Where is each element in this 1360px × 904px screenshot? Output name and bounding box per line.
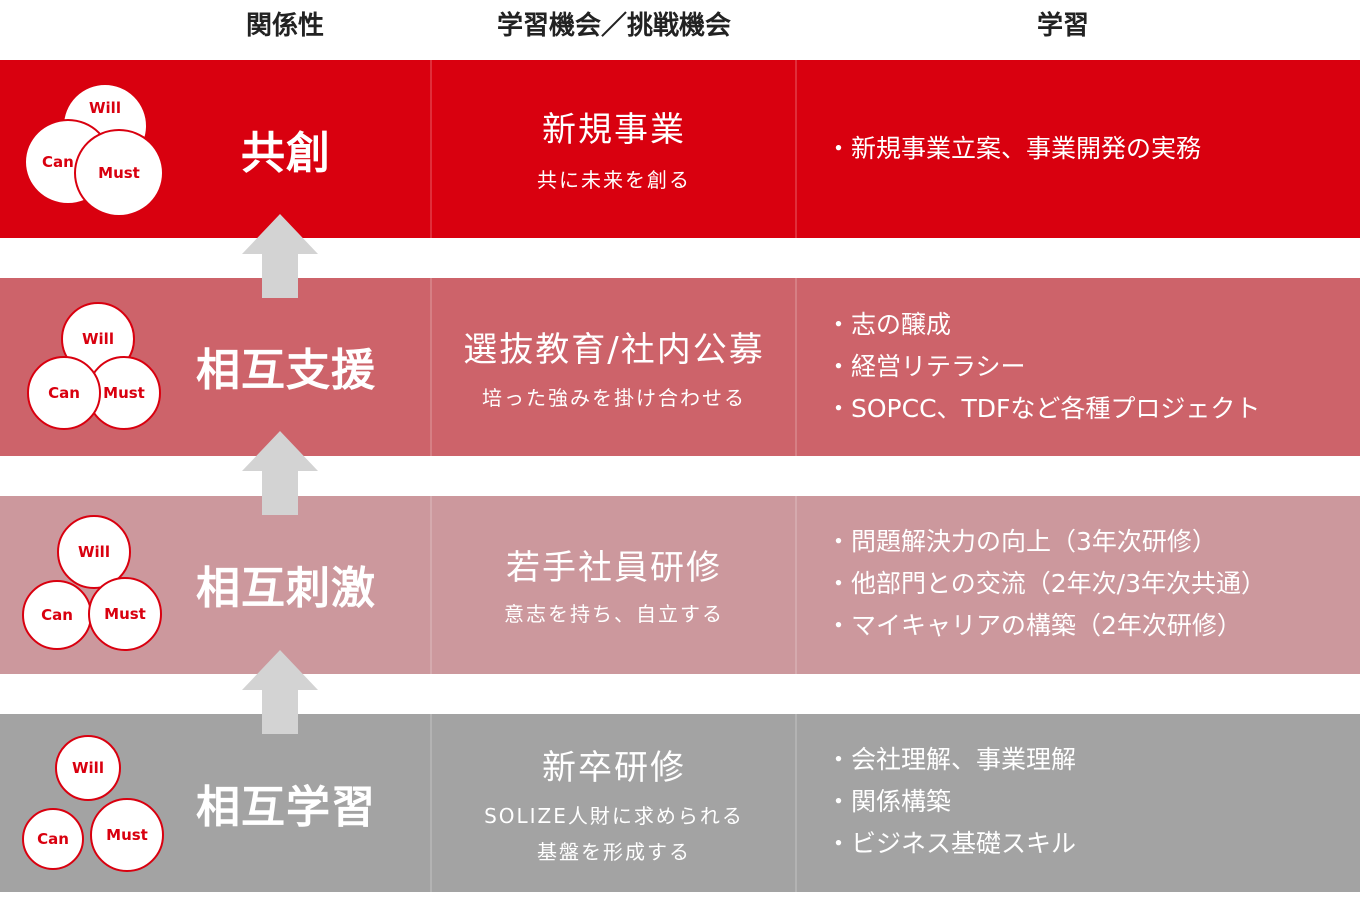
relationship-label: 相互刺激	[196, 563, 376, 614]
learning-item: ・経営リテラシー	[826, 352, 1026, 381]
learning-item: ・ビジネス基礎スキル	[826, 829, 1077, 858]
learning-item: ・SOPCC、TDFなど各種プロジェクト	[826, 394, 1261, 423]
up-arrow-icon	[242, 431, 318, 515]
opportunity-cell: 選抜教育/社内公募 培った強みを掛け合わせる	[432, 278, 796, 456]
opportunity-sub: SOLIZE人財に求められる	[484, 804, 744, 828]
learning-list: ・新規事業立案、事業開発の実務	[826, 128, 1346, 170]
opportunity-sub: 培った強みを掛け合わせる	[482, 386, 746, 410]
relationship-label: 相互支援	[196, 345, 376, 396]
header-relationship: 関係性	[245, 11, 324, 41]
learning-item: ・会社理解、事業理解	[826, 745, 1077, 774]
learning-list: ・志の醸成 ・経営リテラシー ・SOPCC、TDFなど各種プロジェクト	[826, 304, 1346, 430]
up-arrow-icon	[242, 650, 318, 734]
opportunity-sub: 基盤を形成する	[537, 840, 691, 864]
band-sogo-shien: Will Must Can 相互支援 選抜教育/社内公募 培った強みを掛け合わせ…	[0, 278, 1360, 456]
can-circle: Can	[22, 580, 92, 650]
opportunity-cell: 新規事業 共に未来を創る	[432, 60, 796, 238]
learning-item: ・新規事業立案、事業開発の実務	[826, 134, 1202, 163]
must-circle: Must	[88, 577, 162, 651]
learning-item: ・マイキャリアの構築（2年次研修）	[826, 611, 1242, 640]
opportunity-sub: 共に未来を創る	[537, 168, 691, 192]
opportunity-title: 若手社員研修	[506, 548, 722, 588]
band-sogo-gakushu: Will Can Must 相互学習 新卒研修 SOLIZE人財に求められる 基…	[0, 714, 1360, 892]
must-circle: Must	[74, 129, 164, 217]
learning-item: ・関係構築	[826, 787, 952, 816]
band-kyoso: Will Can Must 共創 新規事業 共に未来を創る ・新規事業立案、事業…	[0, 60, 1360, 238]
will-circle: Will	[57, 515, 131, 589]
header-learning: 学習	[1036, 11, 1089, 41]
learning-list: ・問題解決力の向上（3年次研修） ・他部門との交流（2年次/3年次共通） ・マイ…	[826, 521, 1346, 647]
opportunity-cell: 若手社員研修 意志を持ち、自立する	[432, 496, 796, 674]
must-circle: Must	[90, 798, 164, 872]
opportunity-cell: 新卒研修 SOLIZE人財に求められる 基盤を形成する	[432, 714, 796, 892]
up-arrow-icon	[242, 214, 318, 298]
learning-list: ・会社理解、事業理解 ・関係構築 ・ビジネス基礎スキル	[826, 739, 1346, 865]
can-circle: Can	[27, 356, 101, 430]
relationship-label: 相互学習	[196, 782, 376, 833]
learning-item: ・志の醸成	[826, 310, 952, 339]
relationship-label: 共創	[241, 128, 331, 179]
learning-item: ・問題解決力の向上（3年次研修）	[826, 527, 1217, 556]
can-circle: Can	[22, 808, 84, 870]
header-opportunities: 学習機会／挑戦機会	[496, 11, 731, 41]
opportunity-title: 選抜教育/社内公募	[463, 330, 765, 370]
will-circle: Will	[55, 735, 121, 801]
band-sogo-shigeki: Will Can Must 相互刺激 若手社員研修 意志を持ち、自立する ・問題…	[0, 496, 1360, 674]
learning-item: ・他部門との交流（2年次/3年次共通）	[826, 569, 1266, 598]
opportunity-title: 新規事業	[542, 110, 686, 150]
opportunity-sub: 意志を持ち、自立する	[504, 602, 724, 626]
opportunity-title: 新卒研修	[542, 748, 686, 788]
